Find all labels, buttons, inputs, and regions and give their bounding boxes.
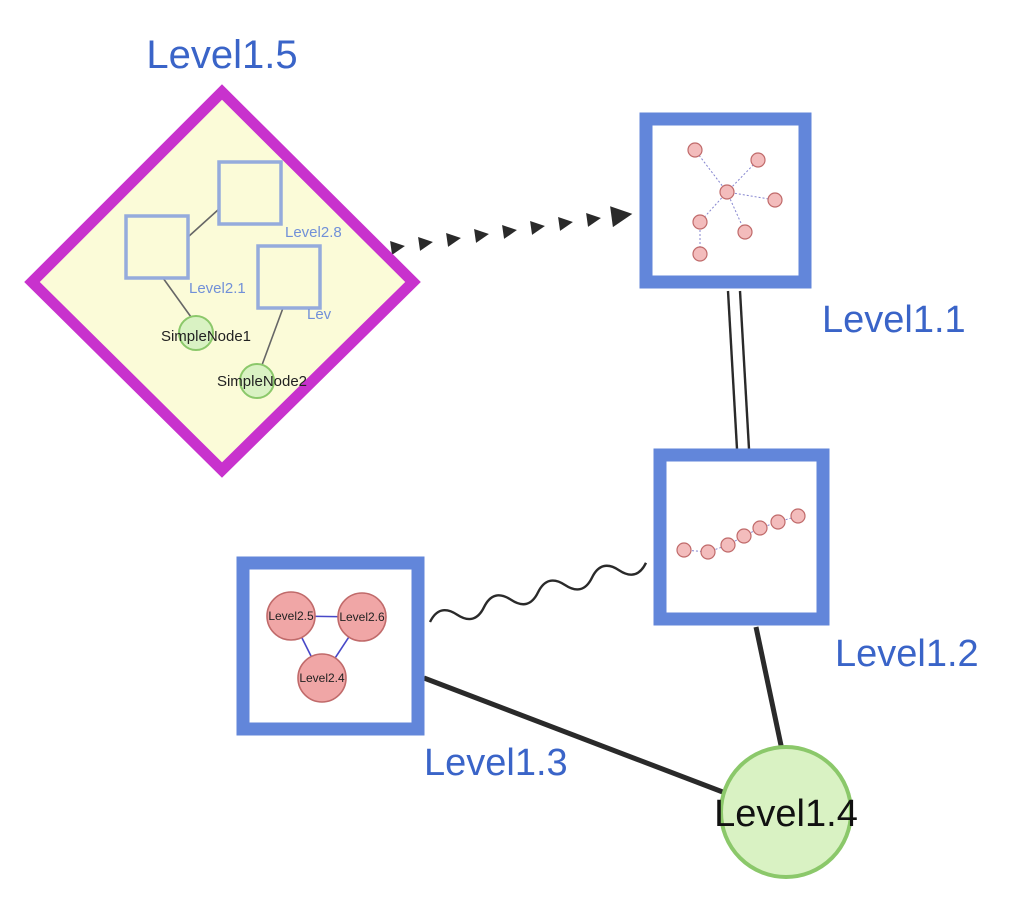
level1-3-mini-graph[interactable]: Level2.5 Level2.6 Level2.4 [266,591,387,703]
label-lev: Lev [307,306,332,323]
node-level2-4[interactable] [297,653,347,703]
mini-nodes[interactable] [676,508,806,560]
node-simplenode2[interactable] [239,363,275,399]
diamond-inner-edges[interactable] [162,208,284,366]
edge-level1-1-to-level1-2[interactable] [726,290,751,450]
mini-node[interactable] [737,224,753,240]
mini-node[interactable] [736,528,752,544]
mini-node[interactable] [767,192,783,208]
node-level2-6[interactable] [337,592,387,642]
node-level1-4[interactable] [719,745,853,879]
mini-nodes[interactable] [687,142,783,262]
label-simplenode1: SimpleNode1 [161,328,251,345]
level1-2-mini-graph[interactable] [676,508,806,560]
label-level1-5: Level1.5 [146,33,297,77]
node-level1-3-group[interactable] [236,556,425,736]
mini-node[interactable] [720,537,736,553]
mini-node[interactable] [692,214,708,230]
mini-node[interactable] [752,520,768,536]
mini-node[interactable] [676,542,692,558]
mini-node[interactable] [687,142,703,158]
label-level1-4: Level1.4 [714,793,858,835]
node-lev-square[interactable] [256,244,322,310]
mini-node[interactable] [700,544,716,560]
label-level2-1: Level2.1 [189,280,246,297]
edge-level1-3-to-level1-2[interactable] [428,562,648,623]
label-level2-6: Level2.6 [339,610,385,624]
node-level1-5-diamond[interactable] [24,84,421,478]
label-level1-3: Level1.3 [424,742,568,784]
label-level2-5: Level2.5 [268,609,314,623]
node-level2-5[interactable] [266,591,316,641]
mini-node[interactable] [770,514,786,530]
label-level2-8: Level2.8 [285,224,342,241]
level1-1-mini-graph[interactable] [687,142,783,262]
node-level2-8-square[interactable] [217,160,283,226]
mini-node[interactable] [790,508,806,524]
mini-node[interactable] [692,246,708,262]
edge-level1-2-to-level1-4[interactable] [753,626,785,751]
node-simplenode1[interactable] [178,315,214,351]
edge-level1-3-to-level1-4[interactable] [423,675,729,797]
edge-level1-5-to-level1-1[interactable] [390,206,633,255]
mini-node[interactable] [719,184,735,200]
label-level1-2: Level1.2 [835,633,979,675]
label-simplenode2: SimpleNode2 [217,373,307,390]
label-level1-1: Level1.1 [822,299,966,341]
node-level2-1-square[interactable] [124,214,190,280]
mini-node[interactable] [750,152,766,168]
label-level2-4: Level2.4 [299,671,345,685]
